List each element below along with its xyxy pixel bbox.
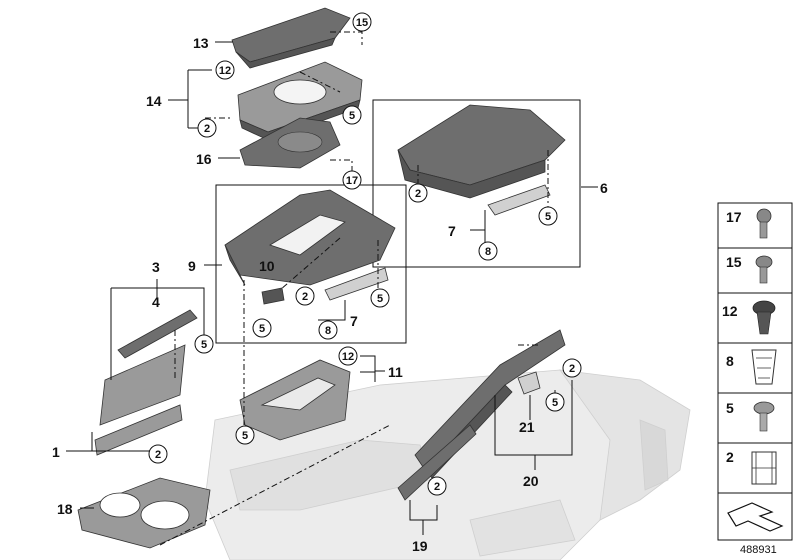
callout-18: 18 bbox=[57, 501, 73, 517]
callout-1: 1 bbox=[52, 444, 60, 460]
circled-callout: 2 bbox=[197, 118, 217, 138]
orientation-arrow-icon bbox=[727, 502, 784, 532]
circled-callout: 5 bbox=[342, 105, 362, 125]
svg-text:2: 2 bbox=[155, 449, 161, 461]
svg-text:2: 2 bbox=[569, 363, 575, 375]
legend-number-8: 8 bbox=[726, 353, 734, 369]
circled-callout: 5 bbox=[252, 318, 272, 338]
fastener-legend: 17 15 12 8 5 2 bbox=[717, 202, 793, 541]
svg-text:12: 12 bbox=[342, 351, 354, 363]
circled-callout: 5 bbox=[545, 392, 565, 412]
svg-text:5: 5 bbox=[377, 293, 383, 305]
svg-text:2: 2 bbox=[415, 188, 421, 200]
legend-number-15: 15 bbox=[726, 254, 742, 270]
circled-callout: 5 bbox=[538, 206, 558, 226]
legend-number-2: 2 bbox=[726, 449, 734, 465]
circled-callout: 17 bbox=[342, 170, 362, 190]
callout-13: 13 bbox=[193, 35, 209, 51]
part-6-armrest-cover bbox=[397, 104, 566, 216]
part-4-trim-strip bbox=[117, 309, 198, 359]
part-11-bracket bbox=[239, 359, 351, 441]
expanding-rivet-icon bbox=[752, 300, 776, 335]
drawing-number: 488931 bbox=[740, 544, 777, 556]
svg-text:5: 5 bbox=[201, 339, 207, 351]
callout-16: 16 bbox=[196, 151, 212, 167]
callout-19: 19 bbox=[412, 538, 428, 554]
svg-text:5: 5 bbox=[242, 430, 248, 442]
part-18-cup-holder-mat bbox=[77, 477, 211, 549]
legend-number-17: 17 bbox=[726, 209, 742, 225]
svg-text:2: 2 bbox=[434, 481, 440, 493]
svg-text:5: 5 bbox=[545, 211, 551, 223]
svg-text:8: 8 bbox=[485, 246, 491, 258]
circled-callout: 2 bbox=[148, 444, 168, 464]
legend-number-5: 5 bbox=[726, 400, 734, 416]
part-16-panel bbox=[239, 117, 341, 169]
clip-nut-icon bbox=[751, 451, 777, 485]
circled-callout: 8 bbox=[478, 241, 498, 261]
torx-screw-icon bbox=[756, 208, 772, 239]
svg-text:2: 2 bbox=[204, 123, 210, 135]
part-9-group-frame bbox=[215, 184, 407, 344]
circled-callout: 12 bbox=[338, 346, 358, 366]
leader-lines bbox=[66, 41, 598, 535]
callout-7-lower: 7 bbox=[350, 313, 358, 329]
circled-callout: 5 bbox=[235, 425, 255, 445]
svg-text:5: 5 bbox=[349, 110, 355, 122]
callout-9: 9 bbox=[188, 258, 196, 274]
legend-number-12: 12 bbox=[722, 303, 738, 319]
part-13-top-cover bbox=[231, 7, 351, 69]
svg-text:5: 5 bbox=[552, 397, 558, 409]
svg-text:17: 17 bbox=[346, 175, 358, 187]
callout-3: 3 bbox=[152, 259, 160, 275]
legend-frame bbox=[717, 202, 793, 541]
circled-callout: 8 bbox=[318, 320, 338, 340]
part-6-group-frame bbox=[372, 99, 581, 268]
circled-callout: 5 bbox=[370, 288, 390, 308]
circled-callout: 12 bbox=[215, 60, 235, 80]
svg-text:2: 2 bbox=[302, 291, 308, 303]
callout-6: 6 bbox=[600, 180, 608, 196]
part-3-trim-panel bbox=[99, 344, 186, 426]
svg-text:15: 15 bbox=[356, 17, 368, 29]
assembly-lines bbox=[159, 31, 549, 546]
part-21-clip bbox=[517, 371, 541, 395]
circled-callout: 15 bbox=[352, 12, 372, 32]
svg-text:8: 8 bbox=[325, 325, 331, 337]
callout-7-upper: 7 bbox=[448, 223, 456, 239]
circled-callout: 2 bbox=[427, 476, 447, 496]
svg-text:5: 5 bbox=[259, 323, 265, 335]
part-19-lower-panel bbox=[397, 424, 477, 501]
callout-11: 11 bbox=[388, 364, 403, 380]
svg-text:12: 12 bbox=[219, 65, 231, 77]
callout-4: 4 bbox=[152, 294, 160, 310]
part-9-trim-insert bbox=[224, 189, 396, 305]
circled-callout: 2 bbox=[562, 358, 582, 378]
circled-callout: 2 bbox=[295, 286, 315, 306]
oval-head-screw-icon bbox=[755, 255, 773, 284]
spring-nut-clip-icon bbox=[751, 349, 777, 385]
part-1-lower-panel bbox=[94, 404, 183, 456]
callout-10: 10 bbox=[259, 258, 275, 274]
circled-callout: 2 bbox=[408, 183, 428, 203]
callout-14: 14 bbox=[146, 93, 162, 109]
circled-callout: 5 bbox=[194, 334, 214, 354]
callout-20: 20 bbox=[523, 473, 539, 489]
flange-screw-icon bbox=[753, 401, 775, 432]
callout-21: 21 bbox=[519, 419, 535, 435]
